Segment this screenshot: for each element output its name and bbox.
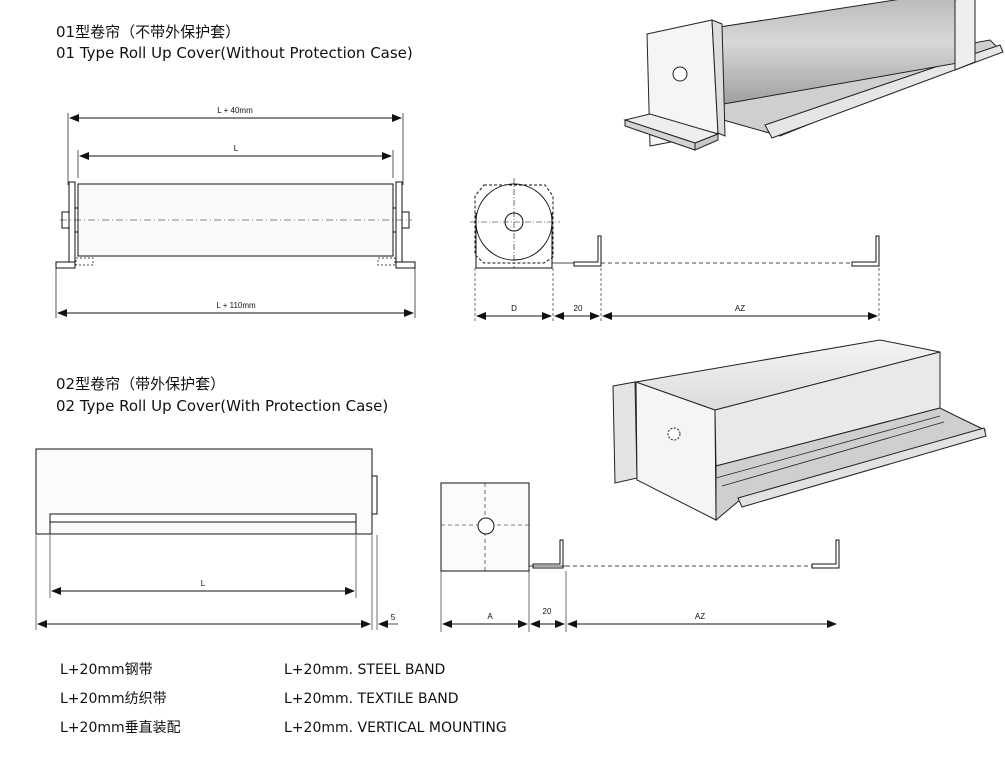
isometric-view-02 <box>612 339 987 522</box>
section2-title-en: 02 Type Roll Up Cover(With Protection Ca… <box>56 397 389 415</box>
legend-en-1: L+20mm. TEXTILE BAND <box>284 691 459 707</box>
dim-end-offset: 5 <box>391 613 396 622</box>
front-view-02 <box>35 448 398 630</box>
dim-overall-top: L + 40mm <box>217 106 253 115</box>
isometric-view-01 <box>623 0 1004 151</box>
dim-gap-01: 20 <box>574 304 583 313</box>
legend-en-2: L+20mm. VERTICAL MOUNTING <box>284 720 507 736</box>
section1-title-cn: 01型卷帘（不带外保护套） <box>56 23 241 41</box>
section1-title-en: 01 Type Roll Up Cover(Without Protection… <box>56 44 413 62</box>
legend-cn-2: L+20mm垂直装配 <box>60 720 181 736</box>
legend-cn-0: L+20mm钢带 <box>60 662 153 678</box>
side-view-01 <box>470 178 880 322</box>
dim-diameter: D <box>511 304 517 313</box>
dim-overall-bottom: L + 110mm <box>216 301 256 310</box>
dim-case-width: A <box>487 612 493 621</box>
side-view-02 <box>440 482 840 632</box>
section2-title-cn: 02型卷帘（带外保护套） <box>56 375 226 393</box>
dim-length-02: L <box>201 579 206 588</box>
dim-travel-02: AZ <box>695 612 705 621</box>
dim-length-01: L <box>234 144 239 153</box>
legend-cn-1: L+20mm纺织带 <box>60 691 167 707</box>
dim-gap-02: 20 <box>543 607 552 616</box>
legend-en-0: L+20mm. STEEL BAND <box>284 662 446 678</box>
front-view-01 <box>55 113 416 318</box>
dim-travel-01: AZ <box>735 304 745 313</box>
